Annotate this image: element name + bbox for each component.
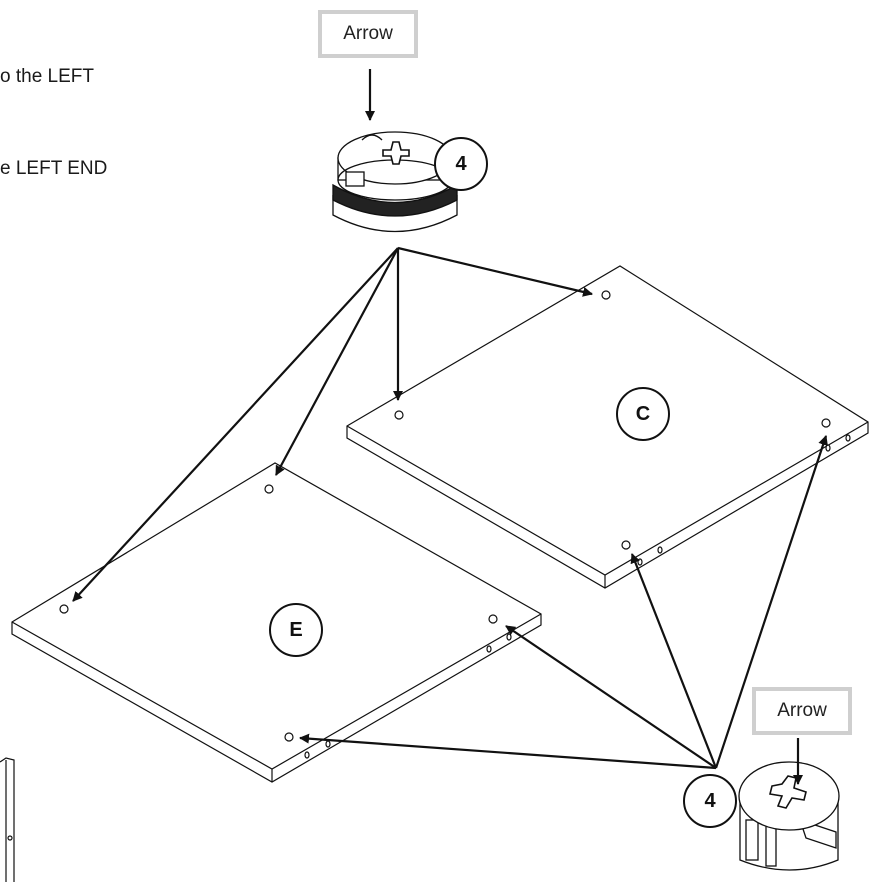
arrow-line	[714, 435, 828, 769]
instruction-line-2: e LEFT END	[0, 158, 108, 179]
cam-hole	[488, 614, 498, 624]
assembly-arrows	[72, 69, 828, 785]
part-number-badge-bottom: 4	[683, 774, 737, 828]
panel-label-c: C	[616, 387, 670, 441]
cam-lock-bottom	[738, 761, 840, 871]
arrow-label-bottom: Arrow	[752, 687, 852, 735]
cam-hole	[284, 732, 294, 742]
cam-hole	[821, 418, 831, 428]
arrow-line	[275, 247, 399, 476]
panel-c	[346, 265, 869, 589]
panel-label-e: E	[269, 603, 323, 657]
cam-hole	[621, 540, 631, 550]
arrow-label-top: Arrow	[318, 10, 418, 58]
instruction-line-1: o the LEFT	[0, 66, 94, 87]
cam-hole	[394, 410, 404, 420]
cam-hole	[601, 290, 611, 300]
arrow-line	[397, 246, 593, 297]
arrow-line	[505, 625, 717, 769]
part-number-badge-top: 4	[434, 137, 488, 191]
cam-hole	[264, 484, 274, 494]
cam-lock-top	[332, 131, 458, 233]
cam-hole	[59, 604, 69, 614]
arrow-line	[72, 247, 399, 602]
arrow-line	[299, 733, 717, 770]
arrow-line	[630, 553, 718, 769]
partial-object	[0, 757, 15, 882]
